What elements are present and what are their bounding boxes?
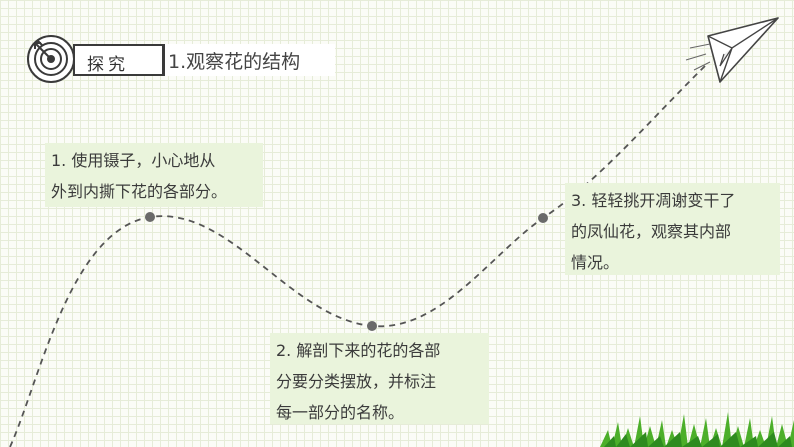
step-2-line-2: 分要分类摆放，并标注 — [276, 372, 437, 391]
inquiry-tag-label: 探究 — [87, 55, 129, 75]
step-3-line-1: 3. 轻轻挑开凋谢变干了 — [571, 191, 736, 210]
step-3-line-2: 的凤仙花，观察其内部 — [571, 222, 732, 241]
step-2-line-3: 每一部分的名称。 — [276, 403, 405, 422]
step-2-note: 2. 解剖下来的花的各部 分要分类摆放，并标注 每一部分的名称。 — [270, 333, 489, 424]
step-2-line-1: 2. 解剖下来的花的各部 — [276, 341, 441, 360]
page-title: 1.观察花的结构 — [168, 51, 301, 73]
target-icon — [27, 35, 75, 83]
step-3-line-3: 情况。 — [571, 253, 620, 272]
step-1-line-2: 外到内撕下花的各部分。 — [51, 182, 228, 201]
inquiry-tag: 探究 — [73, 44, 176, 76]
page-title-bar: 1.观察花的结构 — [162, 44, 335, 76]
paper-plane-icon — [685, 17, 779, 83]
grass-decoration — [600, 412, 794, 447]
step-1-note: 1. 使用镊子，小心地从 外到内撕下花的各部分。 — [45, 143, 263, 207]
step-2-marker — [367, 321, 377, 331]
step-3-marker — [538, 213, 548, 223]
step-1-line-1: 1. 使用镊子，小心地从 — [51, 151, 216, 170]
step-3-note: 3. 轻轻挑开凋谢变干了 的凤仙花，观察其内部 情况。 — [565, 183, 780, 275]
step-1-marker — [145, 212, 155, 222]
